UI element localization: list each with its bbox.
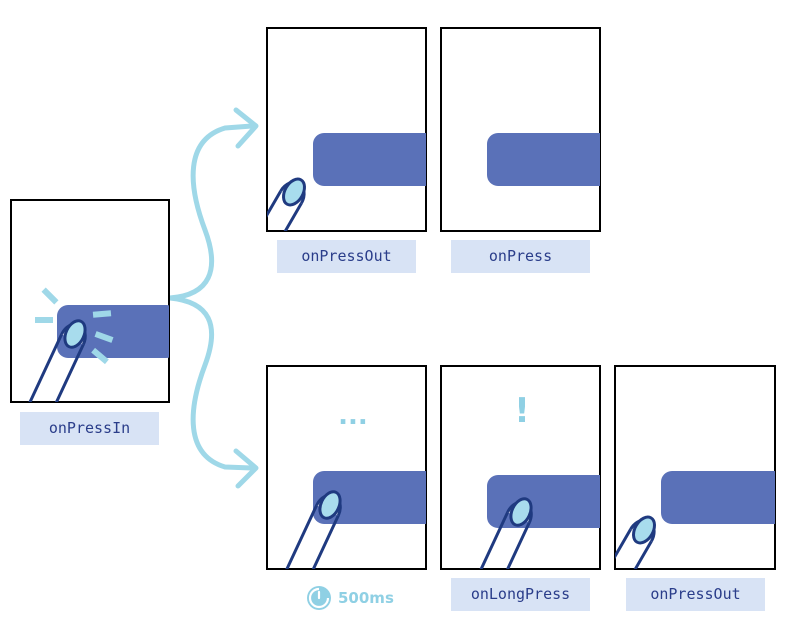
press-burst-icon — [35, 287, 114, 365]
button — [487, 133, 600, 186]
button — [487, 475, 600, 528]
waiting-indicator: ... — [338, 401, 368, 431]
finger-icon — [271, 490, 342, 569]
finger-icon — [462, 497, 533, 569]
timer: 500ms — [306, 584, 394, 612]
timer-label: 500ms — [338, 589, 394, 607]
finger-icon — [16, 319, 87, 402]
stopwatch-icon — [307, 586, 331, 610]
arrow-to-long-press — [167, 295, 255, 471]
label-long-press: onLongPress — [451, 578, 590, 611]
label-press-out-bottom: onPressOut — [626, 578, 765, 611]
panel-press-in — [10, 199, 170, 403]
label-press-out-top: onPressOut — [277, 240, 416, 273]
label-press: onPress — [451, 240, 590, 273]
panel-long-press-wait: ... — [266, 365, 427, 570]
finger-icon — [267, 177, 306, 231]
button — [313, 133, 426, 186]
panel-press-out-top — [266, 27, 427, 232]
button — [661, 471, 775, 524]
panel-press-out-bottom — [614, 365, 776, 570]
panel-press — [440, 27, 601, 232]
panel-long-press: ! — [440, 365, 601, 570]
arrow-head-bottom — [233, 448, 259, 489]
arrow-to-press-out — [167, 123, 255, 301]
flow-arrows — [167, 107, 259, 489]
alert-indicator: ! — [514, 391, 530, 431]
finger-icon — [615, 515, 656, 569]
button-pressed — [57, 305, 169, 358]
arrow-head-top — [233, 107, 259, 149]
label-press-in: onPressIn — [20, 412, 159, 445]
